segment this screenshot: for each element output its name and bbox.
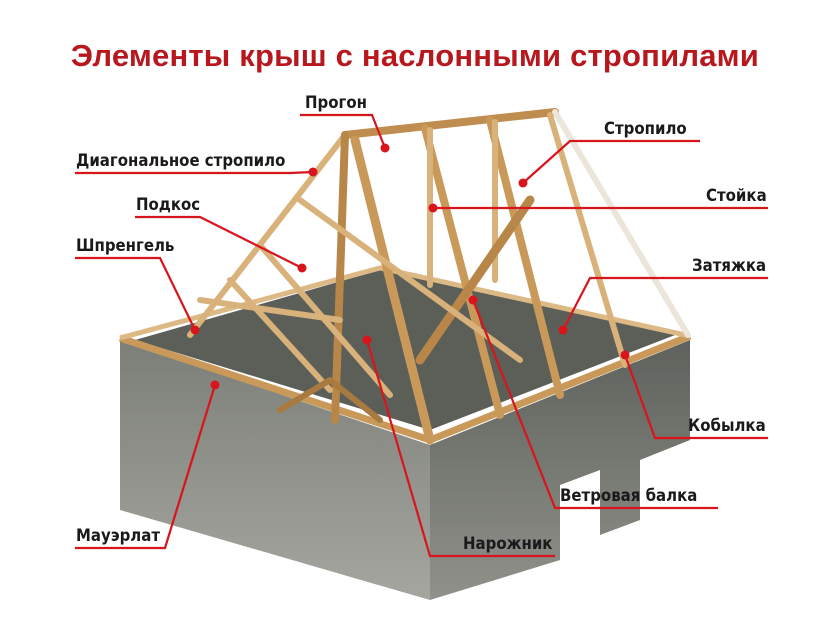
label-stropilo: Стропило	[604, 119, 687, 139]
label-progon: Прогон	[305, 93, 367, 113]
diagram-title: Элементы крыш с наслонными стропилами	[70, 38, 760, 73]
marker-dots	[190, 143, 630, 390]
label-wind-beam: Ветровая балка	[560, 486, 698, 506]
label-diagonal-rafter: Диагональное стропило	[76, 151, 286, 171]
wall-right-face	[430, 340, 690, 600]
label-narozhnik: Нарожник	[463, 534, 553, 554]
label-mauerlat: Мауэрлат	[76, 526, 161, 546]
label-kobylka: Кобылка	[688, 416, 766, 436]
label-stoyka: Стойка	[706, 186, 767, 206]
label-zatyazhka: Затяжка	[692, 256, 767, 276]
wall-left-face	[120, 340, 430, 600]
leader-lines	[75, 113, 768, 558]
label-shprengel: Шпренгель	[76, 236, 175, 256]
label-podkos: Подкос	[136, 195, 201, 215]
